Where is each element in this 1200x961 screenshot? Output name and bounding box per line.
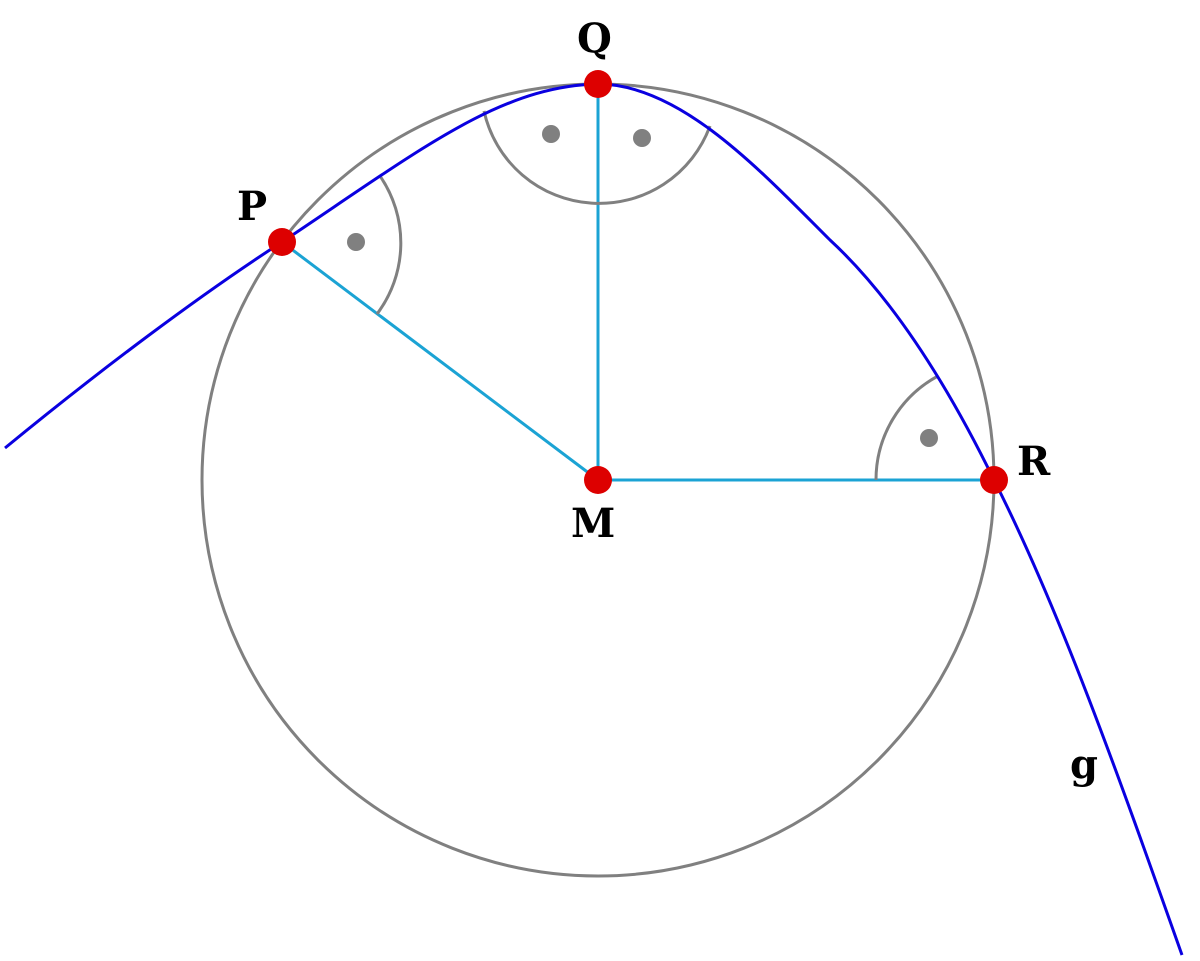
label-p: P (237, 183, 267, 230)
curve-g (4, 82, 1184, 956)
point-m (584, 466, 612, 494)
label-g: g (1070, 741, 1098, 788)
angle-dot-q-left (542, 125, 560, 143)
point-p (268, 228, 296, 256)
angle-arc-p (375, 175, 403, 315)
label-m: M (571, 500, 615, 547)
angle-dot-p (347, 233, 365, 251)
radius-mp (281, 240, 599, 482)
point-r (980, 466, 1008, 494)
angle-dot-r (920, 429, 938, 447)
angle-arc-q (482, 110, 712, 205)
angle-arc-r (874, 374, 939, 481)
point-q (584, 70, 612, 98)
label-q: Q (577, 15, 612, 62)
label-r: R (1017, 438, 1051, 485)
angle-dot-q-right (633, 129, 651, 147)
